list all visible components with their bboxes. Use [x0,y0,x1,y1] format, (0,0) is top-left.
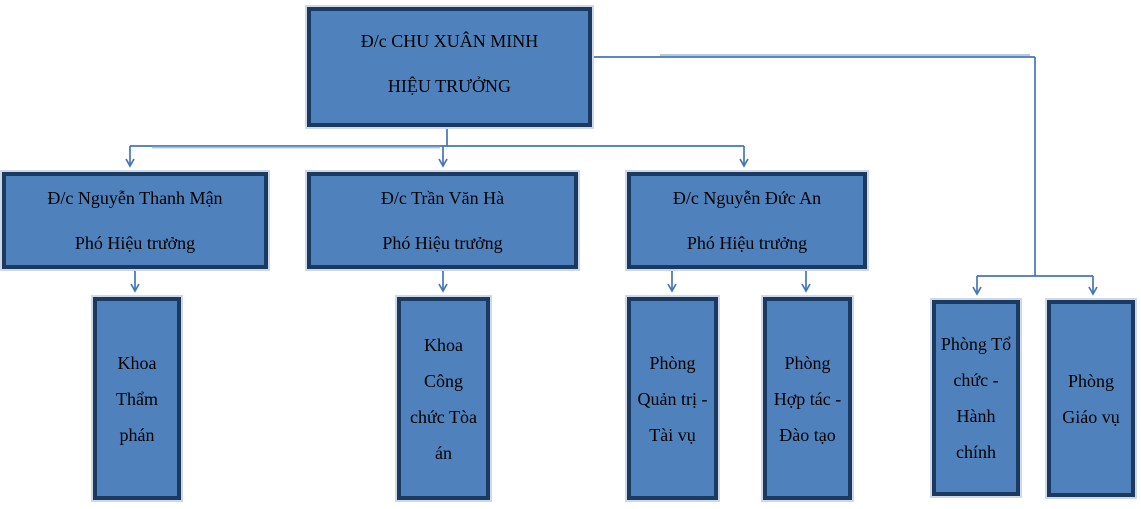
department-label: Phòng Tổ chức - Hành chính [940,334,1012,462]
department-label: Phòng Quản trị - Tài vụ [637,352,708,445]
vice-principal-name: Đ/c Nguyễn Thanh Mận [47,187,223,208]
org-box-vice-principal-3: Đ/c Nguyễn Đức An Phó Hiệu trưởng [627,172,867,269]
principal-title: HIỆU TRƯỞNG [387,76,512,96]
org-box-vice-principal-2: Đ/c Trần Văn Hà Phó Hiệu trưởng [307,172,578,269]
org-box-vice-principal-1: Đ/c Nguyễn Thanh Mận Phó Hiệu trưởng [2,172,268,269]
connector-principal-to-vps [125,127,749,168]
org-box-department-phong-quan-tri-tai-vu: Phòng Quản trị - Tài vụ [627,297,718,500]
connector-vps-to-departments [130,269,811,293]
department-label: Khoa Thẩm phán [116,352,158,445]
org-box-department-phong-giao-vu: Phòng Giáo vụ [1047,300,1135,497]
vice-principal-name: Đ/c Trần Văn Hà [380,187,505,208]
vice-principal-name: Đ/c Nguyễn Đức An [672,187,822,208]
vice-principal-title: Phó Hiệu trưởng [74,232,196,253]
connector-principal-to-right-departments [592,54,1098,296]
org-box-department-khoa-cong-chuc-toa-an: Khoa Công chức Tòa án [397,297,490,500]
org-box-department-phong-to-chuc-hanh-chinh: Phòng Tổ chức - Hành chính [932,300,1020,496]
vice-principal-title: Phó Hiệu trưởng [382,232,503,253]
department-label: Phòng Giáo vụ [1062,370,1120,427]
org-box-principal: Đ/c CHU XUÂN MINH HIỆU TRƯỞNG [307,7,592,127]
org-box-department-khoa-tham-phan: Khoa Thẩm phán [93,297,181,500]
department-label: Phòng Hợp tác - Đào tạo [773,352,842,445]
org-box-department-phong-hop-tac-dao-tao: Phòng Hợp tác - Đào tạo [763,297,852,500]
principal-name: Đ/c CHU XUÂN MINH [360,31,539,51]
vice-principal-title: Phó Hiệu trưởng [686,232,808,253]
department-label: Khoa Công chức Tòa án [410,334,477,463]
